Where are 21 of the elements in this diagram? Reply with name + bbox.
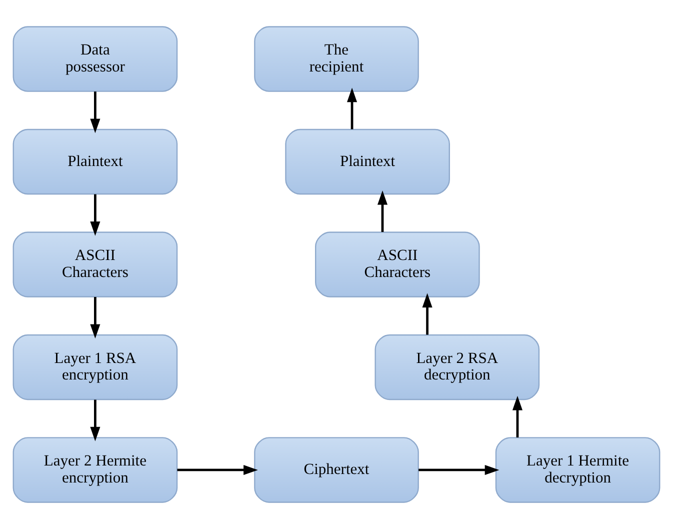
node-box: Plaintext <box>285 128 450 194</box>
node-box: Layer 2 RSA decryption <box>374 334 540 400</box>
arrow <box>90 399 100 441</box>
node-box: The recipient <box>254 26 419 92</box>
arrow <box>377 190 388 232</box>
node-box: Data possessor <box>12 26 178 92</box>
node-box: Plaintext <box>12 128 178 194</box>
arrow <box>418 464 500 474</box>
node-box: Ciphertext <box>254 436 419 502</box>
arrow <box>512 395 522 437</box>
arrow <box>347 87 358 129</box>
arrow <box>90 194 100 236</box>
node-box: Layer 1 RSA encryption <box>12 334 178 400</box>
node-box: Layer 2 Hermite encryption <box>12 436 178 502</box>
arrow <box>90 91 100 133</box>
node-box: ASCII Characters <box>315 231 480 297</box>
node-box: Layer 1 Hermite decryption <box>495 436 660 502</box>
arrow <box>90 296 100 338</box>
arrow <box>177 464 258 474</box>
arrow <box>422 292 432 334</box>
node-box: ASCII Characters <box>12 231 178 297</box>
